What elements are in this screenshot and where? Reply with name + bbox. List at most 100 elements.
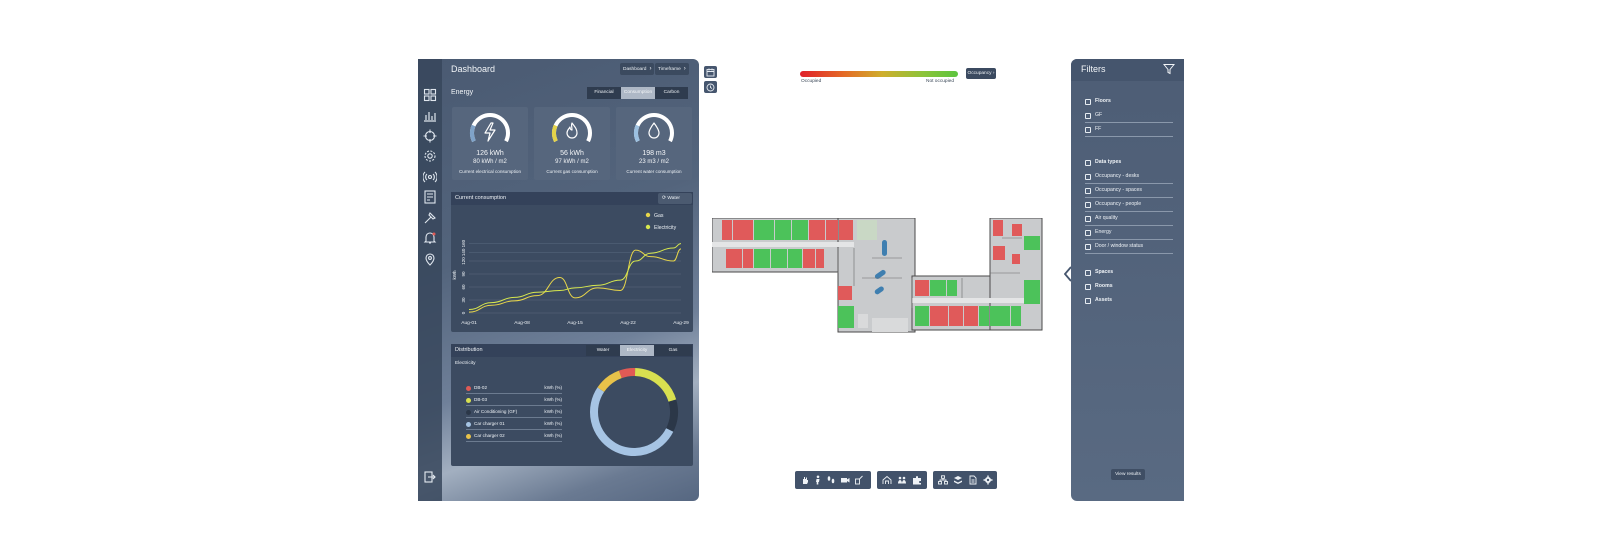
report-icon[interactable] bbox=[423, 190, 437, 204]
checkbox[interactable] bbox=[1085, 270, 1091, 276]
room[interactable] bbox=[771, 249, 787, 268]
sensor-icon[interactable] bbox=[423, 170, 437, 184]
breadcrumb-timeframe[interactable]: Timeframe› bbox=[655, 63, 689, 75]
checkbox[interactable] bbox=[1085, 216, 1091, 222]
grid-icon[interactable] bbox=[423, 88, 437, 102]
checkbox[interactable] bbox=[1085, 99, 1091, 105]
room[interactable] bbox=[1024, 236, 1040, 250]
desk-cluster[interactable] bbox=[874, 269, 887, 280]
tab-carbon[interactable]: Carbon bbox=[655, 87, 688, 99]
room[interactable] bbox=[979, 306, 989, 326]
camera-icon[interactable] bbox=[840, 475, 850, 485]
room[interactable] bbox=[930, 306, 948, 326]
checkbox[interactable] bbox=[1085, 202, 1091, 208]
room[interactable] bbox=[930, 280, 946, 296]
checkbox[interactable] bbox=[1085, 188, 1091, 194]
filter-data-types[interactable]: Data types bbox=[1085, 156, 1173, 170]
room[interactable] bbox=[949, 306, 963, 326]
checkbox[interactable] bbox=[1085, 230, 1091, 236]
tab-consumption[interactable]: Consumption bbox=[621, 87, 655, 99]
room[interactable] bbox=[792, 220, 808, 240]
checkbox[interactable] bbox=[1085, 244, 1091, 250]
document-icon[interactable] bbox=[968, 475, 978, 485]
tab-water[interactable]: Water bbox=[586, 345, 620, 356]
filter-occupancy-people[interactable]: Occupancy - people bbox=[1085, 198, 1173, 212]
calendar-button[interactable] bbox=[704, 66, 717, 78]
room[interactable] bbox=[915, 306, 929, 326]
filter-occupancy-spaces[interactable]: Occupancy - spaces bbox=[1085, 184, 1173, 198]
occupancy-mode-button[interactable]: Occupancy › bbox=[966, 68, 996, 79]
room[interactable] bbox=[754, 249, 770, 268]
filter-rooms[interactable]: Rooms bbox=[1085, 280, 1173, 294]
water-toggle-button[interactable]: ⟳ Water bbox=[658, 193, 692, 204]
bar-chart-icon[interactable] bbox=[423, 108, 437, 122]
footsteps-icon[interactable] bbox=[826, 475, 836, 485]
filter-gf[interactable]: GF bbox=[1085, 109, 1173, 123]
history-button[interactable] bbox=[704, 81, 717, 93]
room[interactable] bbox=[947, 280, 957, 296]
room[interactable] bbox=[964, 306, 978, 326]
filter-door-window-status[interactable]: Door / window status bbox=[1085, 240, 1173, 254]
room[interactable] bbox=[775, 220, 791, 240]
bell-alert-icon[interactable] bbox=[423, 231, 437, 245]
room[interactable] bbox=[809, 220, 825, 240]
room[interactable] bbox=[915, 280, 929, 296]
filter-icon[interactable] bbox=[1163, 63, 1175, 75]
desk-cluster[interactable] bbox=[874, 285, 885, 295]
gear-icon[interactable] bbox=[423, 149, 437, 163]
room[interactable] bbox=[872, 318, 908, 332]
tab-financial[interactable]: Financial bbox=[587, 87, 621, 99]
crosshair-icon[interactable] bbox=[423, 129, 437, 143]
checkbox[interactable] bbox=[1085, 127, 1091, 133]
room[interactable] bbox=[788, 249, 802, 268]
filter-floors[interactable]: Floors bbox=[1085, 95, 1173, 109]
layers-icon[interactable] bbox=[953, 475, 963, 485]
checkbox[interactable] bbox=[1085, 113, 1091, 119]
room[interactable] bbox=[993, 220, 1003, 236]
tools-icon[interactable] bbox=[423, 211, 437, 225]
room[interactable] bbox=[858, 314, 868, 328]
room[interactable] bbox=[816, 249, 824, 268]
building-icon[interactable] bbox=[882, 475, 892, 485]
room[interactable] bbox=[1012, 224, 1022, 236]
room[interactable] bbox=[857, 220, 877, 240]
view-results-button[interactable]: View results bbox=[1111, 469, 1145, 480]
group-icon[interactable] bbox=[897, 475, 907, 485]
room[interactable] bbox=[722, 220, 732, 240]
filter-ff[interactable]: FF bbox=[1085, 123, 1173, 137]
room[interactable] bbox=[838, 286, 852, 300]
room[interactable] bbox=[838, 306, 854, 328]
checkbox[interactable] bbox=[1085, 298, 1091, 304]
floor-plan[interactable] bbox=[712, 218, 1046, 342]
filter-spaces[interactable]: Spaces bbox=[1085, 266, 1173, 280]
settings-icon[interactable] bbox=[983, 475, 993, 485]
location-icon[interactable] bbox=[423, 252, 437, 266]
checkbox[interactable] bbox=[1085, 284, 1091, 290]
room[interactable] bbox=[754, 220, 774, 240]
room[interactable] bbox=[990, 306, 1010, 326]
desk-cluster[interactable] bbox=[882, 240, 887, 256]
hand-icon[interactable] bbox=[800, 475, 810, 485]
checkbox[interactable] bbox=[1085, 174, 1091, 180]
room[interactable] bbox=[1011, 306, 1021, 326]
room[interactable] bbox=[726, 249, 742, 268]
person-icon[interactable] bbox=[813, 475, 823, 485]
room[interactable] bbox=[1024, 280, 1040, 304]
checkbox[interactable] bbox=[1085, 160, 1091, 166]
hierarchy-icon[interactable] bbox=[938, 475, 948, 485]
tab-electricity[interactable]: Electricity bbox=[620, 345, 654, 356]
room[interactable] bbox=[993, 246, 1005, 260]
filter-assets[interactable]: Assets bbox=[1085, 294, 1173, 308]
puzzle-icon[interactable] bbox=[912, 475, 922, 485]
filter-energy[interactable]: Energy bbox=[1085, 226, 1173, 240]
logout-icon[interactable] bbox=[424, 470, 436, 483]
room[interactable] bbox=[1012, 254, 1020, 264]
filter-occupancy-desks[interactable]: Occupancy - desks bbox=[1085, 170, 1173, 184]
room[interactable] bbox=[743, 249, 753, 268]
filter-air-quality[interactable]: Air quality bbox=[1085, 212, 1173, 226]
room[interactable] bbox=[803, 249, 815, 268]
breadcrumb-dashboard[interactable]: Dashboard› bbox=[620, 63, 655, 75]
room[interactable] bbox=[839, 220, 853, 240]
chevron-left-icon[interactable] bbox=[1064, 266, 1072, 282]
room[interactable] bbox=[826, 220, 838, 240]
